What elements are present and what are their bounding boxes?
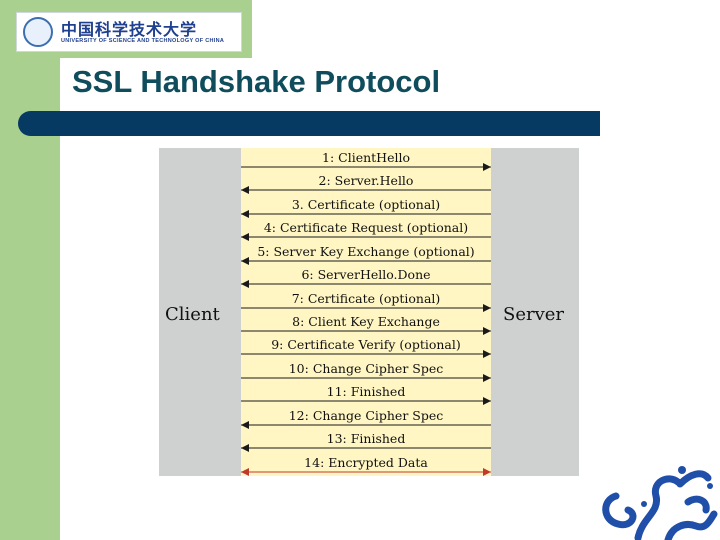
arrowhead-left (241, 233, 249, 242)
message-label: 7: Certificate (optional) (291, 290, 441, 306)
arrowhead-left (241, 444, 249, 453)
message-label: 11: Finished (326, 384, 406, 400)
message-label: 12: Change Cipher Spec (288, 407, 444, 423)
ssl-handshake-diagram: Client 1: ClientHello 2: Server.Hello 3. C… (159, 148, 579, 476)
title-underline-bar (18, 111, 600, 136)
arrowhead-right (483, 373, 491, 382)
message-arrow (241, 209, 491, 218)
message-row: 9: Certificate Verify (optional) (241, 335, 491, 359)
message-arrow (241, 420, 491, 429)
message-arrow (241, 397, 491, 406)
arrowhead-left (241, 209, 249, 218)
message-label: 3. Certificate (optional) (291, 196, 441, 212)
message-row: 7: Certificate (optional) (241, 289, 491, 312)
message-row: 6: ServerHello.Done (241, 265, 491, 289)
message-arrow (241, 280, 491, 289)
dragon-emblem-icon (602, 466, 718, 540)
client-label: Client (165, 304, 220, 325)
arrowhead-right (483, 327, 491, 335)
arrowhead-right (483, 350, 491, 359)
message-label: 10: Change Cipher Spec (288, 360, 444, 376)
university-logo: 中国科学技术大学 UNIVERSITY OF SCIENCE AND TECHN… (16, 12, 242, 52)
arrowhead-right (483, 397, 491, 406)
message-row: 2: Server.Hello (241, 171, 491, 195)
message-label: 14: Encrypted Data (304, 454, 428, 470)
server-label: Server (503, 304, 565, 325)
message-label: 5: Server Key Exchange (optional) (257, 243, 475, 259)
arrowhead-left (241, 467, 249, 476)
server-lane: Server (491, 148, 579, 476)
message-row: 4: Certificate Request (optional) (241, 218, 491, 242)
message-arrow (241, 467, 491, 476)
message-label: 6: ServerHello.Done (301, 267, 431, 283)
message-label: 1: ClientHello (322, 150, 410, 165)
university-seal-icon (23, 17, 53, 47)
message-label: 13: Finished (326, 431, 406, 447)
arrowhead-right (483, 467, 491, 476)
message-arrow (241, 373, 491, 382)
message-row: 8: Client Key Exchange (241, 312, 491, 335)
arrowhead-left (241, 186, 249, 195)
message-row: 1: ClientHello (241, 148, 491, 171)
sidebar-decoration (0, 0, 60, 540)
message-arrow (241, 327, 491, 335)
message-row: 14: Encrypted Data (241, 453, 491, 476)
slide-title: SSL Handshake Protocol (72, 64, 441, 99)
message-arrow (241, 233, 491, 242)
message-row: 11: Finished (241, 382, 491, 406)
arrowhead-left (241, 256, 249, 265)
message-arrow (241, 186, 491, 195)
arrowhead-left (241, 420, 249, 429)
logo-chinese-name: 中国科学技术大学 (61, 20, 198, 39)
message-row: 12: Change Cipher Spec (241, 406, 491, 429)
message-row: 5: Server Key Exchange (optional) (241, 242, 491, 265)
arrowhead-right (483, 163, 491, 171)
message-row: 10: Change Cipher Spec (241, 359, 491, 382)
client-lane: Client (159, 148, 241, 476)
message-arrow (241, 256, 491, 265)
message-row: 13: Finished (241, 429, 491, 453)
message-label: 4: Certificate Request (optional) (263, 220, 469, 236)
message-label: 2: Server.Hello (318, 173, 414, 189)
logo-english-name: UNIVERSITY OF SCIENCE AND TECHNOLOGY OF … (61, 38, 225, 44)
message-arrow (241, 163, 491, 171)
message-label: 8: Client Key Exchange (292, 314, 440, 329)
message-row: 3. Certificate (optional) (241, 195, 491, 218)
message-arrow (241, 303, 491, 312)
message-area: 1: ClientHello 2: Server.Hello 3. Certific… (241, 148, 491, 476)
arrowhead-left (241, 280, 249, 289)
message-arrow (241, 444, 491, 453)
arrowhead-right (483, 303, 491, 312)
message-arrow (241, 350, 491, 359)
message-label: 9: Certificate Verify (optional) (271, 337, 461, 353)
